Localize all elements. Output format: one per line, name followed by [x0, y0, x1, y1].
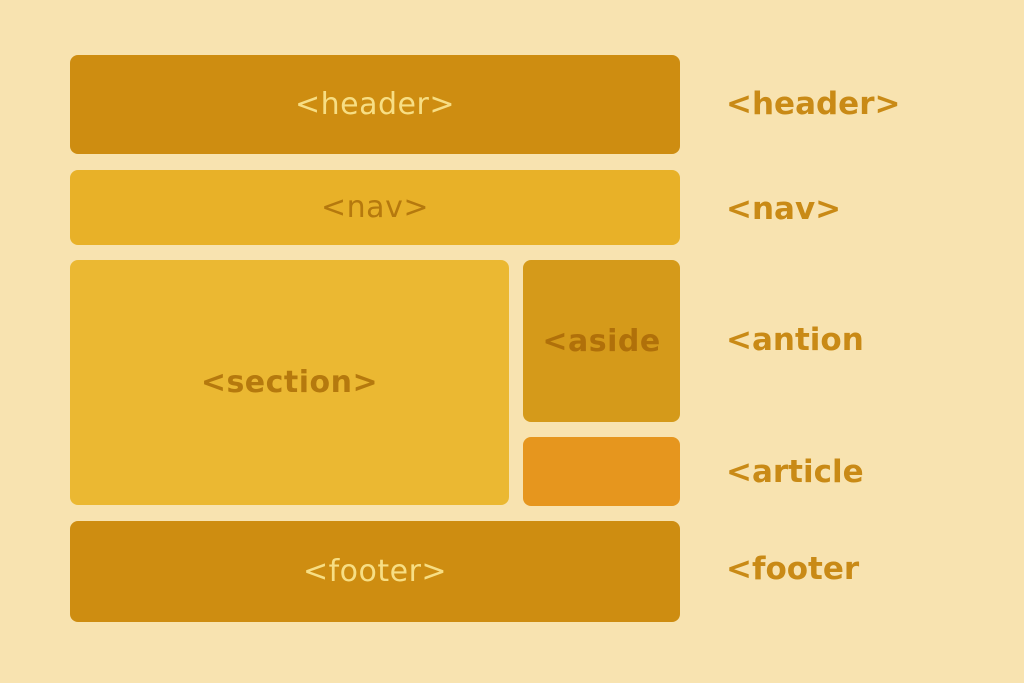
article-block	[523, 437, 680, 506]
side-label-footer: <footer	[726, 551, 860, 587]
section-block-label: <section>	[200, 365, 379, 400]
side-label-nav: <nav>	[726, 191, 842, 227]
side-label-aside: <antion	[726, 322, 864, 358]
side-label-header: <header>	[726, 86, 901, 122]
header-block-label: <header>	[295, 87, 455, 122]
footer-block-label: <footer>	[302, 554, 448, 589]
side-label-article: <article	[726, 454, 864, 490]
aside-block: <aside	[523, 260, 680, 422]
section-block: <section>	[70, 260, 509, 505]
footer-block: <footer>	[70, 521, 680, 622]
nav-block-label: <nav>	[321, 190, 429, 225]
header-block: <header>	[70, 55, 680, 154]
aside-block-label: <aside	[542, 323, 661, 359]
nav-block: <nav>	[70, 170, 680, 245]
